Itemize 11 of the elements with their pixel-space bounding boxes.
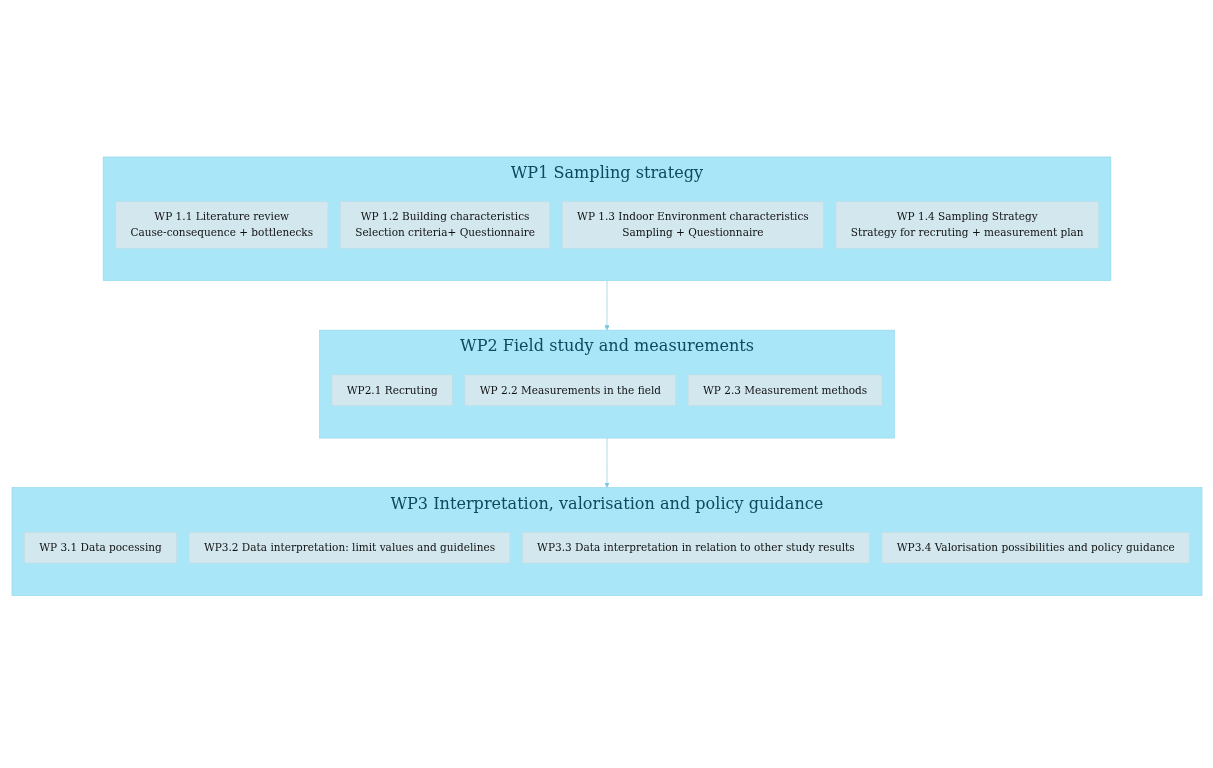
- node-box: WP 1.3 Indoor Environment characteristics Sampling + Questionnaire: [561, 201, 824, 249]
- node-box: WP 2.3 Measurement methods: [687, 374, 882, 406]
- node-box: WP2.1 Recruting: [331, 374, 453, 406]
- node-box: WP3.3 Data interpretation in relation to other study results: [521, 531, 870, 563]
- node-box: WP3.4 Valorisation possibilities and policy guidance: [881, 531, 1190, 563]
- node-box: WP 1.1 Literature review Cause-consequence + bottlenecks: [114, 201, 328, 249]
- node-box: WP 2.2 Measurements in the field: [464, 374, 676, 406]
- node-box: WP 3.1 Data pocessing: [23, 531, 177, 563]
- node-box: WP 1.4 Sampling Strategy Strategy for recruting + measurement plan: [835, 201, 1099, 249]
- node-box: WP 1.2 Building characteristics Selection criteria+ Questionnaire: [339, 201, 550, 249]
- node-box: WP3.2 Data interpretation: limit values and guidelines: [188, 531, 510, 563]
